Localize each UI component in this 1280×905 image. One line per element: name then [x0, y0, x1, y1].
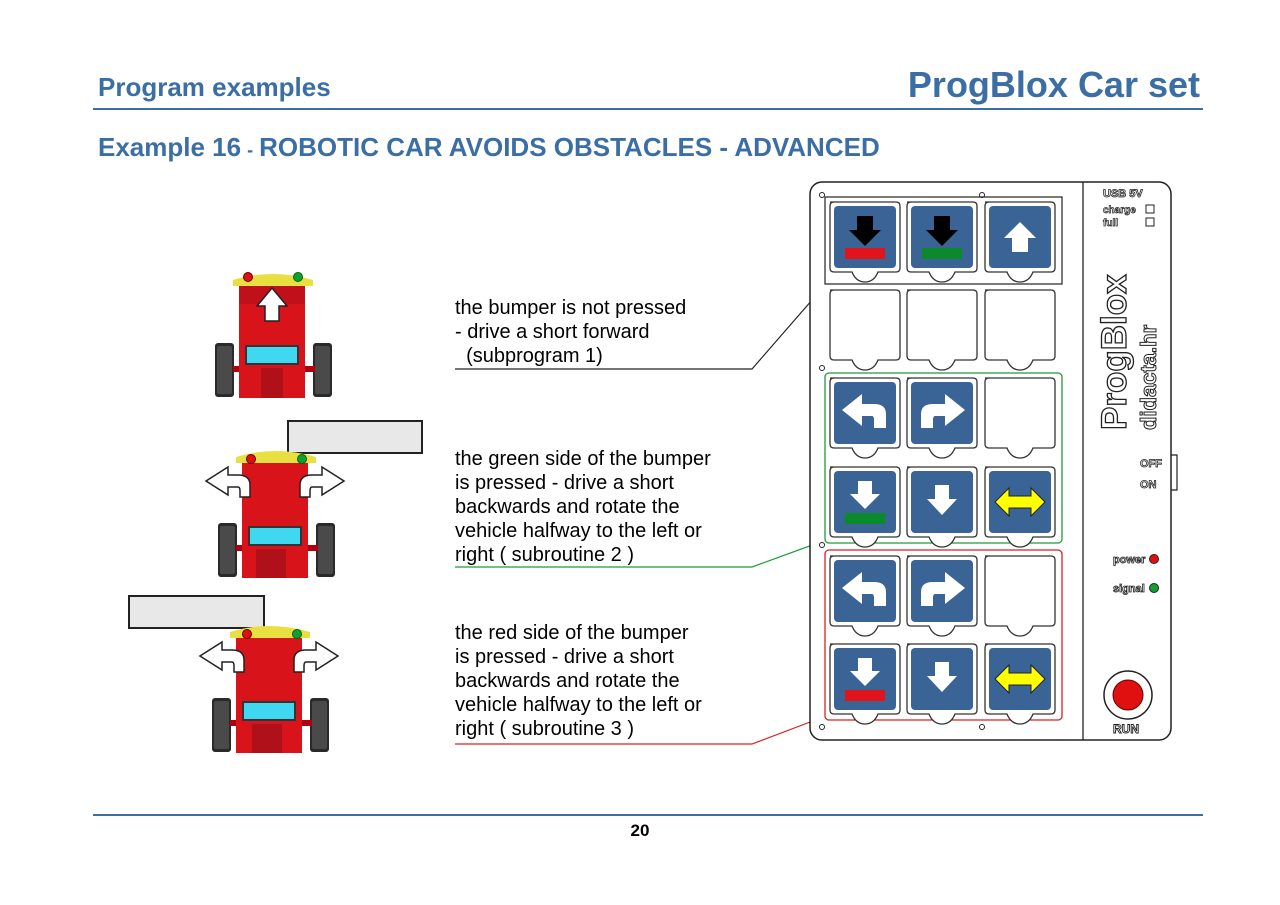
block-backward-green	[829, 466, 901, 548]
power-label: power	[1113, 554, 1146, 566]
off-label: OFF	[1140, 458, 1162, 470]
arrow-down-icon	[850, 658, 880, 686]
turn-right-icon	[299, 465, 346, 498]
slot-empty	[984, 289, 1056, 371]
block-forward	[984, 201, 1056, 283]
description-forward: the bumper is not pressed - drive a shor…	[455, 297, 687, 367]
turn-left-icon	[198, 640, 245, 673]
device-brand: ProgBlox	[1095, 274, 1134, 430]
example-heading: ROBOTIC CAR AVOIDS OBSTACLES - ADVANCED	[259, 132, 880, 162]
block-turn-right	[906, 377, 978, 459]
arrow-down-icon	[849, 216, 881, 246]
turn-right-icon	[293, 640, 340, 673]
on-label: ON	[1140, 479, 1157, 491]
block-turn-left	[829, 555, 901, 637]
slot-empty	[906, 289, 978, 371]
turn-left-icon	[842, 572, 886, 606]
arrow-down-icon	[926, 216, 958, 246]
arrow-down-icon	[850, 481, 880, 509]
page-number: 20	[630, 821, 650, 840]
brand-title: ProgBlox Car set	[907, 64, 1200, 105]
run-label: RUN	[1113, 722, 1139, 736]
block-forward-red	[829, 201, 901, 283]
turn-right-icon	[921, 572, 965, 606]
block-rotate	[984, 466, 1056, 548]
footer-rule	[93, 814, 1203, 816]
example-separator: -	[247, 140, 254, 160]
label-box-green	[287, 420, 423, 454]
car-green-bumper	[204, 451, 346, 578]
turn-left-icon	[204, 465, 251, 498]
charge-label: charge	[1103, 205, 1136, 216]
block-forward-green	[906, 201, 978, 283]
block-backward	[906, 643, 978, 725]
block-backward-red	[829, 643, 901, 725]
arrow-up-icon	[255, 286, 289, 322]
arrow-up-icon	[1004, 222, 1036, 252]
description-red-bumper: the red side of the bumper is pressed - …	[455, 622, 702, 740]
block-turn-right	[906, 555, 978, 637]
example-number: Example 16	[98, 132, 242, 162]
header-rule	[93, 108, 1203, 110]
power-switch[interactable]	[1171, 454, 1178, 491]
section-title: Program examples	[98, 72, 331, 102]
block-turn-left	[829, 377, 901, 459]
turn-left-icon	[842, 394, 886, 428]
signal-led	[1149, 583, 1159, 593]
example-title: Example 16-ROBOTIC CAR AVOIDS OBSTACLES …	[98, 132, 880, 163]
signal-label: signal	[1113, 583, 1145, 595]
description-green-bumper: the green side of the bumper is pressed …	[455, 448, 711, 566]
turn-right-icon	[921, 394, 965, 428]
label-box-red	[128, 595, 265, 629]
arrow-down-icon	[927, 485, 957, 515]
block-rotate	[984, 643, 1056, 725]
block-backward	[906, 466, 978, 548]
car-red-bumper	[198, 626, 340, 753]
slot-empty	[829, 289, 901, 371]
full-label: full	[1103, 218, 1118, 229]
slot-empty	[984, 377, 1056, 459]
power-led	[1149, 554, 1159, 564]
arrow-down-icon	[927, 662, 957, 692]
device-site: didacta.hr	[1136, 324, 1161, 430]
car-forward	[215, 272, 332, 398]
rotate-both-icon	[994, 663, 1046, 695]
slot-empty	[984, 555, 1056, 637]
rotate-both-icon	[994, 486, 1046, 518]
usb-label: USB 5V	[1103, 188, 1143, 200]
